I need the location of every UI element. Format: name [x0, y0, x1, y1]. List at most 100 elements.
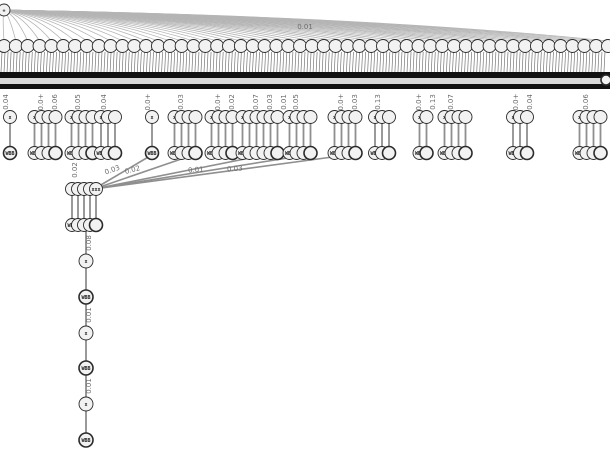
cross-edge [93, 155, 261, 190]
root-node-circle [0, 3, 11, 17]
chain-node-label: x [84, 402, 87, 408]
fan-node-circle [411, 39, 426, 53]
group-bottom-node [48, 145, 63, 161]
band-stroke [585, 51, 588, 73]
band-stroke [358, 51, 360, 73]
fan-node [399, 39, 414, 53]
band-stroke [191, 51, 194, 73]
band-stroke [340, 51, 342, 73]
band-stroke [315, 51, 318, 73]
band-stroke [403, 51, 406, 73]
chain-edge-label: 0.01 [85, 378, 93, 394]
group-bottom-node-circle [519, 145, 535, 161]
group-bottom-node [303, 145, 318, 161]
band-stroke [106, 51, 109, 73]
fan-node-circle [222, 39, 236, 53]
band-stroke [270, 51, 273, 73]
band-stroke [97, 51, 100, 73]
fan-node-circle [565, 39, 580, 53]
hub-bottom-node [88, 217, 104, 233]
band-stroke [140, 51, 142, 73]
band-stroke [103, 51, 106, 73]
group-top-node-circle [3, 110, 17, 124]
group-bottom-node-label: WBB [285, 151, 294, 157]
band-stroke [227, 51, 230, 73]
fan-node [257, 39, 272, 53]
band-stroke [49, 51, 51, 73]
band-stroke [52, 51, 54, 73]
band-stroke [527, 51, 530, 73]
band-stroke [418, 51, 421, 73]
fan-node-circle [328, 39, 343, 53]
group-bottom-node-label: WBB [147, 151, 156, 157]
fan-node-circle [151, 39, 165, 53]
fan-node-circle [79, 39, 94, 53]
band-stroke [285, 51, 288, 73]
band-stroke [12, 51, 15, 73]
fan-node-circle [293, 39, 308, 53]
group-bottom-node-label: WBB [330, 151, 339, 157]
fan-node-circle [281, 39, 296, 53]
band-stroke [79, 51, 82, 73]
fan-node [577, 39, 592, 53]
band-stroke [427, 51, 430, 73]
band-stroke [485, 51, 488, 73]
chain-edge-label: 0.02 [71, 162, 79, 178]
band-stroke [406, 51, 409, 73]
fan-node-circle [458, 39, 473, 53]
fan-node-circle [56, 39, 71, 53]
group-edge-label: 0.01 [280, 94, 288, 110]
group-top-node-label: x [8, 115, 11, 121]
band-stroke [461, 51, 463, 73]
band-stroke [291, 51, 294, 73]
fan-node-circle [162, 39, 177, 53]
chain-node: x [78, 253, 94, 269]
band-stroke [267, 51, 269, 73]
band-stroke [221, 51, 224, 73]
band-stroke [573, 51, 576, 73]
fan-node [316, 39, 331, 53]
band-stroke [582, 51, 585, 73]
band-stroke [503, 51, 506, 73]
band-stroke [491, 51, 494, 73]
band-stroke [276, 51, 279, 73]
group-bottom-node-circle [381, 145, 397, 161]
fan-node-circle [482, 39, 497, 53]
band-end-node [600, 74, 610, 86]
chain-node-label: x [84, 259, 87, 265]
group-edge-label: 0.05 [74, 94, 82, 110]
fan-node [79, 39, 94, 53]
band-stroke [297, 51, 300, 73]
band-stroke [112, 51, 115, 73]
group-bottom-node-label: WBB [5, 151, 14, 157]
fan-node-circle [470, 39, 485, 53]
band-stroke [133, 51, 136, 73]
fan-edge [3, 9, 609, 42]
fan-node-circle [553, 39, 568, 53]
fan-node-circle [316, 39, 331, 53]
band-stroke [552, 51, 554, 73]
fan-node [162, 39, 177, 53]
band-stroke [203, 51, 206, 73]
hub-node: xxx [89, 182, 103, 196]
band-stroke [455, 51, 457, 73]
group-top-node-label: x [373, 115, 376, 121]
fan-node [423, 39, 438, 53]
group-top-node-label: x [418, 115, 421, 121]
band-stroke [546, 51, 548, 73]
band-stroke [364, 51, 366, 73]
fan-node [340, 39, 355, 53]
fan-node [387, 39, 402, 53]
band-stroke [137, 51, 139, 73]
band-stroke [349, 51, 351, 73]
band-stroke [397, 51, 400, 73]
group-bottom-node-label: WBB [207, 151, 216, 157]
band-stroke [379, 51, 382, 73]
fan-node [601, 39, 610, 53]
fan-node-circle [304, 39, 319, 53]
fan-node-circle [494, 39, 509, 53]
band-stroke [549, 51, 551, 73]
fan-node [68, 39, 83, 53]
group-edge-label: 0.0+ [144, 93, 152, 110]
